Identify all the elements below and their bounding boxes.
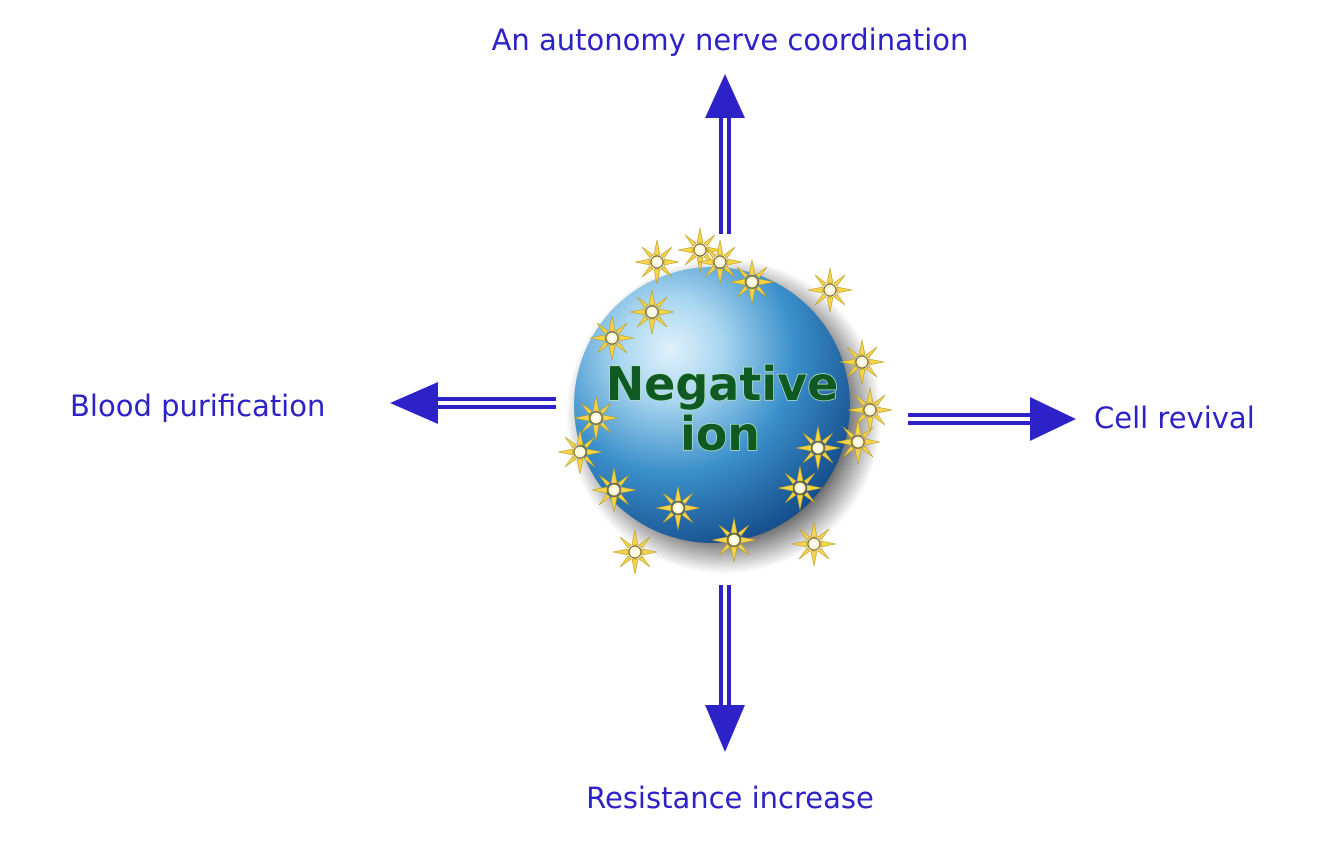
center-title-line1: Negative [606, 357, 839, 411]
effect-label-left: Blood purification [70, 389, 326, 423]
arrow-right [908, 397, 1076, 441]
effect-label-right: Cell revival [1094, 401, 1255, 435]
effect-label-bottom: Resistance increase [586, 781, 874, 815]
arrow-down [705, 585, 745, 752]
effect-label-top: An autonomy nerve coordination [491, 23, 969, 57]
arrow-left [390, 382, 556, 424]
center-title-line2: ion [680, 407, 760, 461]
arrow-up [705, 74, 745, 234]
